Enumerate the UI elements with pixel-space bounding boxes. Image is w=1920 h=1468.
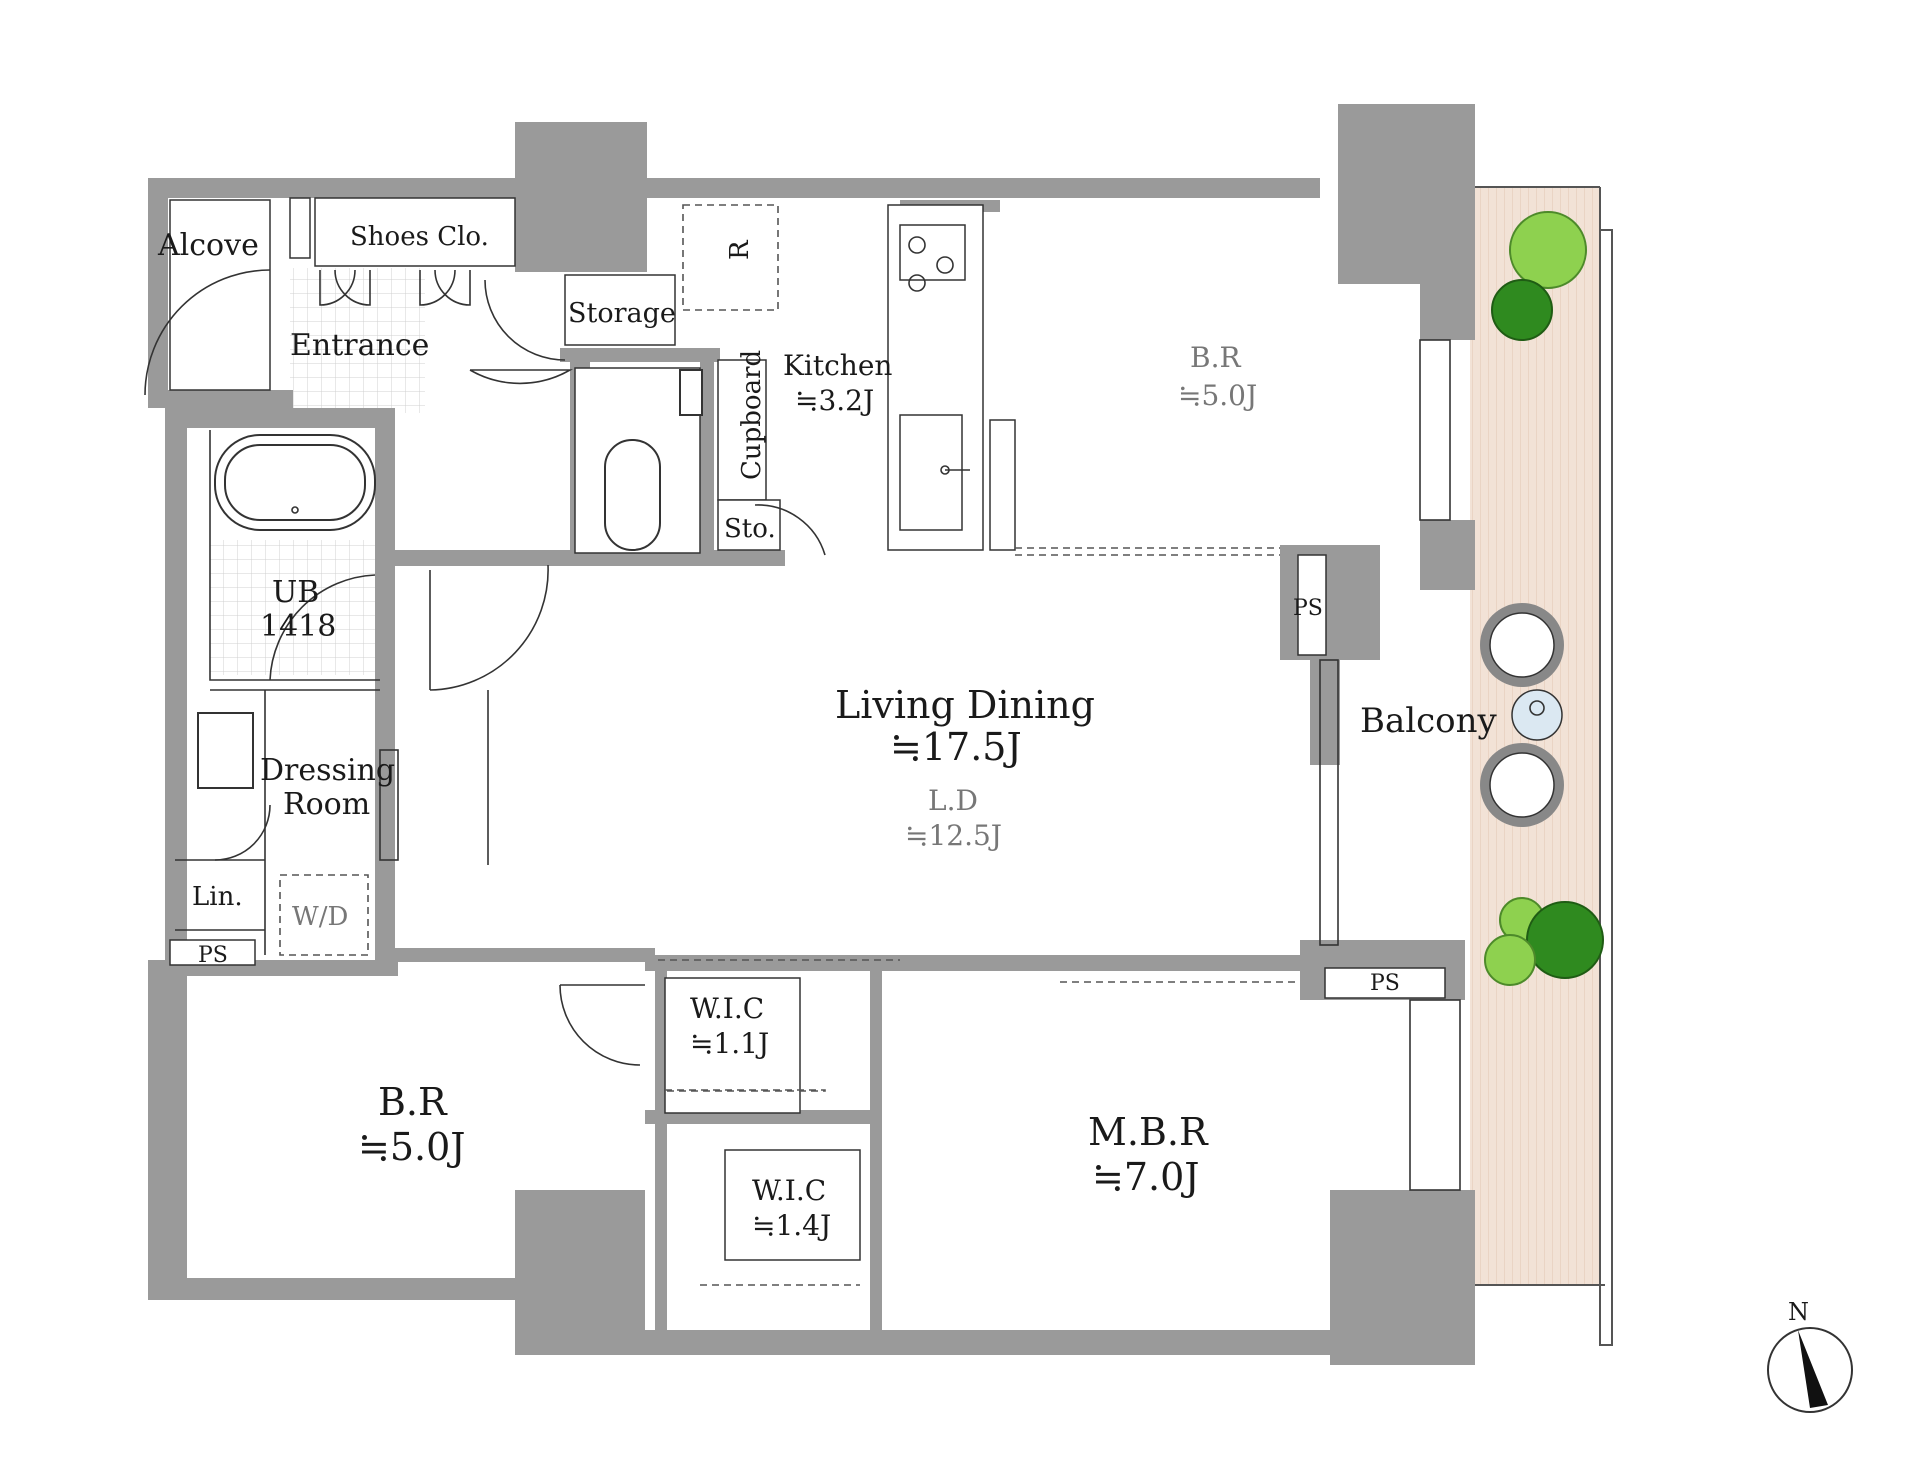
doors [144,269,826,1066]
wic-upper-area: ≒1.1J [690,1027,769,1060]
balcony-floor [1470,186,1613,1346]
washer-dryer-label: W/D [292,902,348,932]
living-dining-area: ≒17.5J [890,725,1022,769]
master-bedroom-label: M.B.R [1088,1110,1209,1154]
unit-bath-size: 1418 [260,609,336,644]
entrance-tile [290,268,425,413]
storage-label: Storage [568,298,676,329]
living-dining-label: Living Dining [835,683,1095,727]
wic-upper-label: W.I.C [690,992,764,1025]
cupboard-label: Cupboard [737,350,767,480]
balcony-label: Balcony [1360,701,1498,741]
ps-lower-label: PS [1370,971,1400,996]
linen-label: Lin. [192,882,243,912]
entrance-label: Entrance [290,328,429,363]
ld-area: ≒12.5J [905,819,1002,852]
sto-label: Sto. [724,514,776,544]
plants [1484,211,1604,986]
bedroom-north-area: ≒5.0J [1178,379,1257,412]
master-bedroom-area: ≒7.0J [1092,1155,1200,1199]
wic-lower-area: ≒1.4J [752,1209,831,1242]
compass [1767,1327,1853,1413]
kitchen-label: Kitchen [783,349,892,382]
window-frames [379,339,1461,1191]
balcony-furniture [1480,603,1564,827]
ps-upper-label: PS [1293,596,1323,621]
alcove-label: Alcove [157,228,259,263]
dressing-room-label-2: Room [283,787,370,822]
wic-lower-label: W.I.C [752,1174,826,1207]
bedroom-north-label: B.R [1190,341,1241,374]
dressing-room-label-1: Dressing [260,753,395,788]
walls [148,104,1475,1365]
ps-bath-label: PS [198,943,228,968]
compass-north-label: N [1788,1298,1809,1326]
ld-label: L.D [928,784,978,817]
shoes-closet-label: Shoes Clo. [350,222,489,252]
bath-tile [210,540,375,675]
unit-bath-label: UB [272,575,319,610]
bedroom-area: ≒5.0J [358,1125,466,1169]
refrigerator-label: R [725,239,755,260]
bedroom-label: B.R [378,1080,448,1124]
kitchen-area: ≒3.2J [795,384,874,417]
